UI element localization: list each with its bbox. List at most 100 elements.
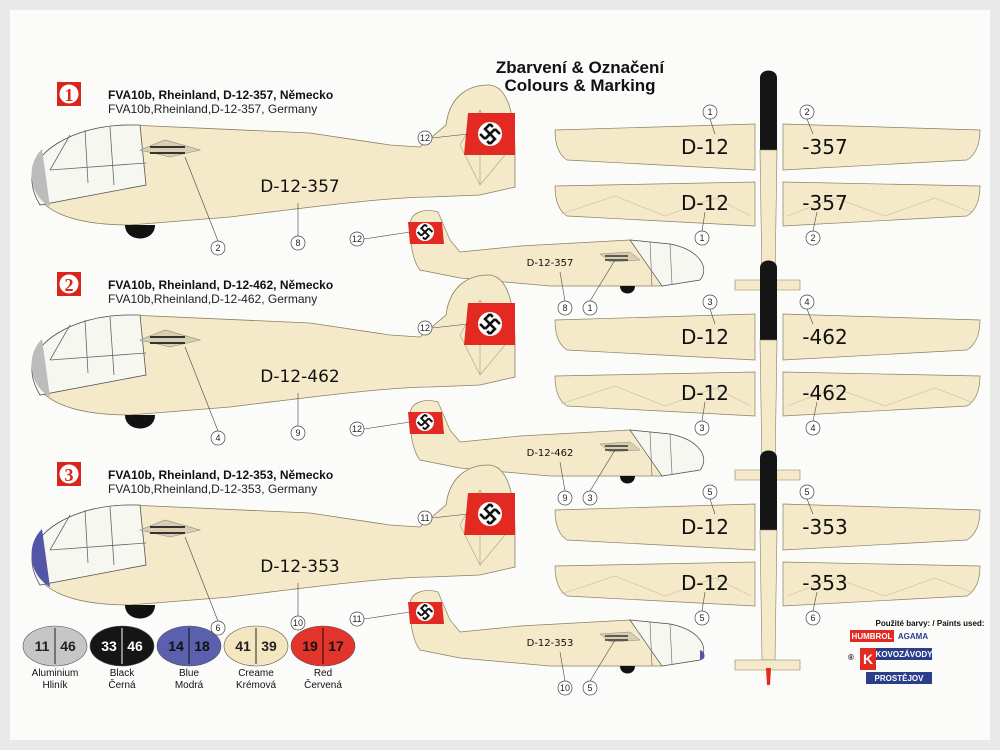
callout-circle xyxy=(702,294,718,310)
plan-view-upper: D-12 -353 5 5 xyxy=(554,450,981,686)
prostejov-banner xyxy=(866,672,932,684)
swatch-code-agama: 17 xyxy=(328,638,344,654)
callout-circle xyxy=(582,490,598,506)
fin-emblem xyxy=(476,500,504,528)
title-english: Colours & Marking xyxy=(504,76,655,95)
callout-number: 1 xyxy=(707,107,712,117)
callout-circle xyxy=(805,420,821,436)
callout-number: 8 xyxy=(562,303,567,313)
kovozavody-banner xyxy=(876,648,932,660)
side-registration: D-12-353 xyxy=(260,557,339,577)
variant-title-czech: FVA10b, Rheinland, D-12-357, Německo xyxy=(108,88,333,102)
callout-number: 3 xyxy=(699,423,704,433)
swatch-label-en: Black xyxy=(110,668,135,679)
upper-wing-left-marking: D-12 xyxy=(681,325,729,349)
nose-cap xyxy=(31,529,50,587)
callout-number: 1 xyxy=(587,303,592,313)
callout-number: 5 xyxy=(707,487,712,497)
kovozavody-k-logo xyxy=(860,648,876,670)
prostejov-text: PROSTĚJOV xyxy=(875,674,925,683)
humbrol-logo xyxy=(850,630,894,642)
swatch-label-cz: Hliník xyxy=(42,680,68,691)
swatch-label-cz: Černá xyxy=(108,678,136,691)
callout-number: 5 xyxy=(699,613,704,623)
side-registration: D-12-462 xyxy=(260,367,339,387)
swatch-label-en: Red xyxy=(314,668,332,679)
callout-circle xyxy=(694,420,710,436)
swatch-label-en: Blue xyxy=(179,668,199,679)
registered-mark: ® xyxy=(848,653,854,662)
callout-number: 2 xyxy=(215,243,220,253)
callout-number: 2 xyxy=(804,107,809,117)
callout-circle xyxy=(349,421,365,437)
variant-title-czech: FVA10b, Rheinland, D-12-462, Německo xyxy=(108,278,333,292)
callout-number: 3 xyxy=(587,493,592,503)
callout-circle xyxy=(290,425,306,441)
lower-wing-right-marking: -357 xyxy=(802,191,847,215)
swatch-label-en: Creame xyxy=(238,668,274,679)
callout-number: 12 xyxy=(420,133,430,143)
callout-circle xyxy=(694,230,710,246)
callout-circle xyxy=(557,680,573,696)
swatch-code-humbrol: 11 xyxy=(35,638,50,654)
callout-circle xyxy=(799,484,815,500)
variant-number: 1 xyxy=(65,85,74,105)
variant-number: 2 xyxy=(65,275,74,295)
side-view-large: D-12-357 12 2 8 xyxy=(30,84,516,256)
fin-emblem xyxy=(476,120,504,148)
callout-number: 1 xyxy=(699,233,704,243)
callout-number: 12 xyxy=(352,424,362,434)
callout-number: 9 xyxy=(295,428,300,438)
variant-3: 3 FVA10b, Rheinland, D-12-353, NěmeckoFVA… xyxy=(30,450,981,696)
swatch-label-en: Aluminium xyxy=(32,668,79,679)
callout-circle xyxy=(694,610,710,626)
callout-circle xyxy=(702,484,718,500)
kovozavody-k-letter: K xyxy=(863,651,873,667)
callout-circle xyxy=(799,104,815,120)
lower-wing-right-marking: -353 xyxy=(802,571,847,595)
callout-number: 11 xyxy=(352,614,361,624)
swatch-label-cz: Krémová xyxy=(236,680,276,691)
callout-number: 12 xyxy=(352,234,362,244)
callout-number: 11 xyxy=(420,513,429,523)
callout-number: 5 xyxy=(587,683,592,693)
callout-circle xyxy=(417,320,433,336)
swatch-code-agama: 46 xyxy=(127,638,143,654)
humbrol-text: HUMBROL xyxy=(852,632,893,641)
swatch-code-agama: 18 xyxy=(194,638,210,654)
variant-title-english: FVA10b,Rheinland,D-12-357, Germany xyxy=(108,102,317,116)
variant-title-czech: FVA10b, Rheinland, D-12-353, Německo xyxy=(108,468,333,482)
callout-circle xyxy=(702,104,718,120)
callout-number: 3 xyxy=(707,297,712,307)
callout-number: 4 xyxy=(810,423,815,433)
callout-number: 12 xyxy=(420,323,430,333)
upper-wing-left-marking: D-12 xyxy=(681,135,729,159)
variant-2: 2 FVA10b, Rheinland, D-12-462, NěmeckoFVA… xyxy=(30,260,981,506)
callout-circle xyxy=(417,510,433,526)
callout-number: 9 xyxy=(562,493,567,503)
fin-emblem xyxy=(476,310,504,338)
callout-number: 4 xyxy=(804,297,809,307)
swatch-label-cz: Modrá xyxy=(175,680,204,691)
callout-number: 8 xyxy=(295,238,300,248)
callout-circle xyxy=(557,490,573,506)
small-side-registration: D-12-462 xyxy=(527,448,574,459)
variant-title-english: FVA10b,Rheinland,D-12-353, Germany xyxy=(108,482,317,496)
upper-wing-left-marking: D-12 xyxy=(681,515,729,539)
callout-circle xyxy=(417,130,433,146)
callout-circle xyxy=(799,294,815,310)
swatch-code-humbrol: 33 xyxy=(101,638,117,654)
side-view-small: D-12-462 12 9 3 xyxy=(349,399,705,506)
side-registration: D-12-357 xyxy=(260,177,339,197)
